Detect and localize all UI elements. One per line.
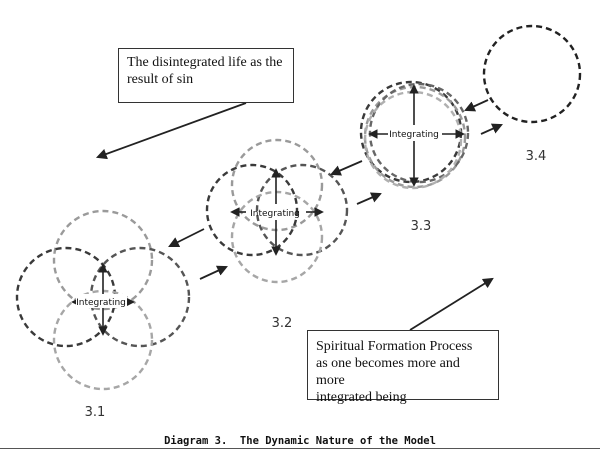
transition-arrows: [95, 99, 503, 331]
stage-3-2-circle-bottom: [230, 190, 324, 284]
stage-3-2-number: 3.2: [272, 316, 293, 331]
stage-3-2-circle-top: [230, 138, 324, 232]
stage-3-1-circle-top: [52, 209, 154, 311]
stage-3-2-center-label: Integrating: [250, 209, 300, 219]
arrow-3-3-to-3-2: [330, 160, 363, 176]
sin-note-line-2: result of sin: [127, 72, 194, 87]
sin-arrow: [95, 102, 247, 160]
arrow-3-4-to-3-3: [464, 99, 489, 112]
stage-3-1-number: 3.1: [85, 405, 106, 420]
sin-note-line-1: The disintegrated life as the: [127, 55, 283, 70]
formation-note-line-3: integrated being: [316, 390, 407, 405]
stage-3-4-number: 3.4: [526, 149, 547, 164]
stage-3-4-circle: [482, 24, 582, 124]
stage-3-3-number: 3.3: [411, 219, 432, 234]
formation-note-line-1: Spiritual Formation Process: [316, 339, 473, 354]
stage-3-1-center-label: Integrating: [76, 298, 126, 308]
formation-arrow: [409, 277, 494, 331]
arrow-3-3-to-3-4: [480, 123, 503, 135]
diagram-caption: Diagram 3. The Dynamic Nature of the Mod…: [164, 435, 436, 447]
stage-3-3-circle-d: [363, 90, 463, 190]
formation-note-line-2: as one becomes more and more: [316, 356, 460, 388]
arrow-3-2-to-3-1: [168, 228, 205, 247]
formation-note-box: Spiritual Formation Process as one becom…: [307, 330, 499, 405]
sin-note-box: The disintegrated life as the result of …: [118, 48, 294, 103]
stage-3-2-circle-left: [205, 163, 299, 257]
stage-3-1-label-bg: [76, 294, 127, 308]
stage-3-3-center-label: Integrating: [389, 130, 439, 140]
stage-3-2: [205, 138, 349, 284]
arrow-3-2-to-3-3: [356, 192, 382, 205]
arrow-3-1-to-3-2: [199, 265, 228, 280]
stage-3-3-arrows: [368, 84, 465, 187]
stage-3-2-arrows: [230, 168, 324, 256]
stage-3-2-circle-right: [255, 163, 349, 257]
caption-divider: [0, 448, 600, 449]
